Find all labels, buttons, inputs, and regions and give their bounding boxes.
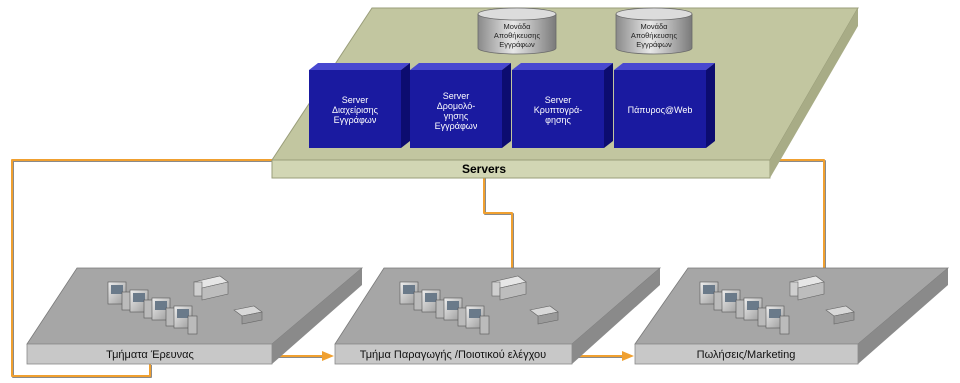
workstation-icon bbox=[443, 297, 468, 327]
storage-unit-1-line-1: Μονάδα bbox=[503, 22, 531, 31]
server-3-line-1: Server bbox=[545, 95, 572, 105]
fax-icon bbox=[825, 305, 855, 325]
servers-panel-side bbox=[770, 8, 858, 178]
storage-unit-2-line-3: Εγγράφων bbox=[636, 40, 672, 49]
storage-unit-2: Μονάδα Αποθήκευσης Εγγράφων bbox=[615, 7, 693, 55]
server-1-line-3: Εγγράφων bbox=[334, 115, 377, 125]
storage-unit-2-line-1: Μονάδα bbox=[640, 22, 668, 31]
department-2-label: Τμήμα Παραγωγής /Ποιοτικού ελέγχου bbox=[360, 349, 546, 361]
fax-icon bbox=[233, 305, 263, 325]
connector-line bbox=[11, 159, 825, 377]
server-2-line-3: γησης bbox=[444, 111, 469, 121]
server-block-4: Πάπυρος@Web bbox=[614, 63, 715, 148]
printer-icon bbox=[193, 275, 229, 301]
servers-panel-front bbox=[271, 159, 771, 179]
server-block-2: Server Δρομολό- γησης Εγγράφων bbox=[410, 63, 511, 148]
department-1-label: Τμήματα Έρευνας bbox=[106, 349, 194, 361]
line-center bbox=[483, 175, 513, 268]
workstation-icon bbox=[399, 281, 424, 311]
servers-label: Servers bbox=[462, 162, 506, 176]
printer-icon bbox=[789, 275, 825, 301]
storage-unit-2-line-2: Αποθήκευσης bbox=[631, 31, 678, 40]
workstation-icon bbox=[465, 305, 490, 335]
server-2-line-1: Server bbox=[443, 91, 470, 101]
workstation-icon bbox=[173, 305, 198, 335]
workstation-icon bbox=[721, 289, 746, 319]
storage-unit-1-line-3: Εγγράφων bbox=[499, 40, 535, 49]
equipment-group-3 bbox=[699, 275, 855, 335]
equipment-group-2 bbox=[399, 275, 559, 335]
server-3-line-3: φησης bbox=[545, 115, 571, 125]
server-block-3: Server Κρυπτογρά- φησης bbox=[512, 63, 613, 148]
workstation-icon bbox=[765, 305, 790, 335]
line-left-loop bbox=[11, 159, 272, 377]
server-1-line-1: Server bbox=[342, 95, 369, 105]
server-1-line-2: Διαχείρισης bbox=[332, 105, 379, 115]
server-2-line-4: Εγγράφων bbox=[435, 121, 478, 131]
storage-unit-1-line-2: Αποθήκευσης bbox=[494, 31, 541, 40]
printer-icon bbox=[491, 275, 527, 301]
arrow-head-2 bbox=[622, 351, 634, 361]
arrow-head-1 bbox=[322, 351, 334, 361]
server-block-1: Server Διαχείρισης Εγγράφων bbox=[309, 63, 410, 148]
workstation-icon bbox=[421, 289, 446, 319]
server-2-line-2: Δρομολό- bbox=[437, 101, 476, 111]
equipment-group-1 bbox=[107, 275, 263, 335]
server-4-line-1: Πάπυρος@Web bbox=[628, 105, 693, 115]
workstation-icon bbox=[129, 289, 154, 319]
server-3-line-2: Κρυπτογρά- bbox=[534, 105, 583, 115]
workstation-icon bbox=[743, 297, 768, 327]
fax-icon bbox=[529, 305, 559, 325]
storage-unit-1: Μονάδα Αποθήκευσης Εγγράφων bbox=[477, 7, 557, 55]
department-3-label: Πωλήσεις/Marketing bbox=[697, 349, 796, 361]
